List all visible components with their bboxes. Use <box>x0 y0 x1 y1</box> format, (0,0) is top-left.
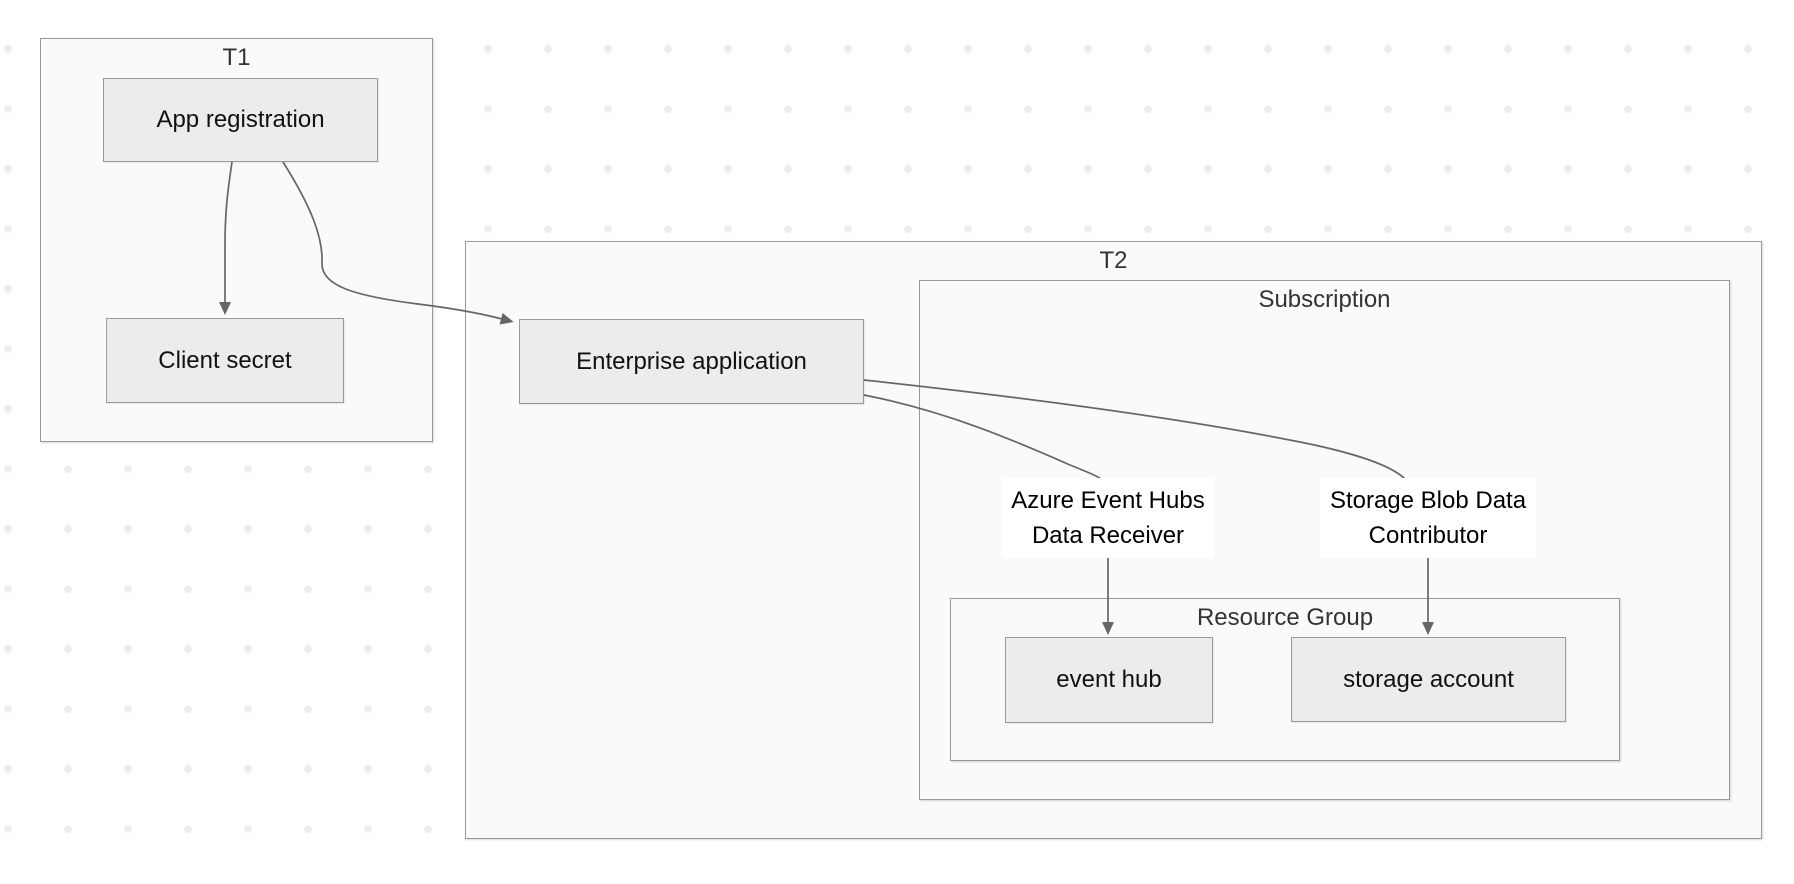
node-client-secret: Client secret <box>106 318 344 403</box>
edge-label-line: Azure Event Hubs <box>1011 487 1205 514</box>
edge-enterpriseapplication-storageblob-curve <box>863 379 1407 481</box>
cluster-t2-label: T2 <box>1099 247 1128 274</box>
node-enterprise-application: Enterprise application <box>519 319 864 404</box>
node-event-hub: event hub <box>1005 637 1213 723</box>
cluster-resource-group-label: Resource Group <box>1196 604 1374 631</box>
node-app-registration: App registration <box>103 78 378 162</box>
node-storage-account: storage account <box>1291 637 1566 722</box>
edge-label-line: Storage Blob Data <box>1329 487 1527 514</box>
edge-appregistration-clientsecret <box>219 161 233 315</box>
edge-label-line: Contributor <box>1368 522 1488 549</box>
edge-label-line: Data Receiver <box>1031 522 1185 549</box>
edge-label-storage-blob-data-contributor: Storage Blob Data Contributor <box>1319 478 1537 558</box>
edge-label-event-hubs-data-receiver: Azure Event Hubs Data Receiver <box>1001 478 1215 558</box>
cluster-subscription-label: Subscription <box>1258 286 1391 313</box>
edge-appregistration-enterpriseapplication <box>282 161 514 325</box>
cluster-t1-label: T1 <box>222 44 251 71</box>
edge-enterpriseapplication-eventhubs-curve <box>863 394 1106 483</box>
